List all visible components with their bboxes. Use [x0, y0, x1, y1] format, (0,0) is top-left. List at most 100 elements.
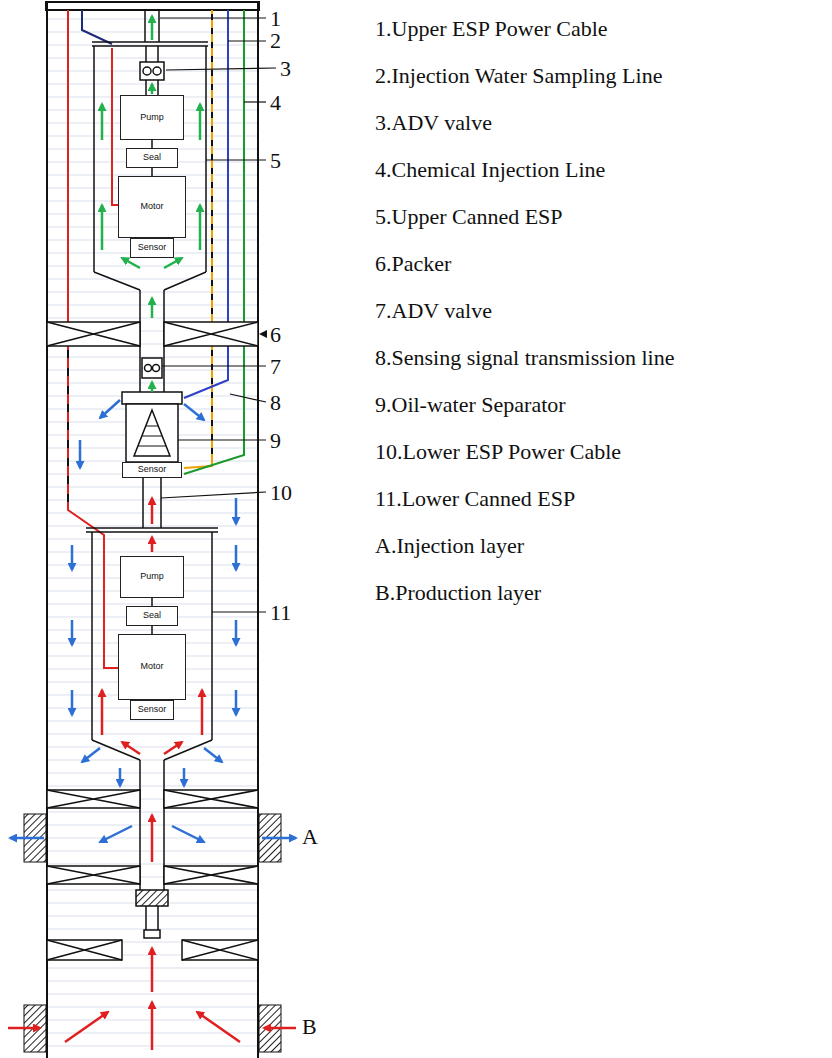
part-list-item: 7.ADV valve [375, 298, 492, 323]
packer [47, 866, 140, 884]
packer [47, 322, 140, 346]
flow-arrows-green [151, 298, 154, 318]
leader-lines [162, 365, 266, 366]
flow-arrows-green [101, 104, 104, 140]
flow-arrows-green [199, 205, 202, 250]
flow-arrows-blue [172, 826, 204, 842]
background-lines [48, 12, 257, 1058]
oil-water-separator [134, 410, 170, 456]
packer [182, 940, 258, 960]
packer [164, 790, 258, 808]
casing [46, 2, 48, 1058]
part-list-item: A.Injection layer [375, 533, 524, 558]
leader-lines [228, 40, 266, 41]
lower-canned-esp [86, 528, 218, 760]
component-name: Sensor [138, 465, 167, 475]
flow-arrows-blue [71, 620, 74, 645]
upper-canned-esp [92, 41, 208, 43]
packer [164, 322, 258, 346]
component-name: Sensor [138, 243, 167, 253]
callout-number: 3 [280, 56, 291, 81]
upper-canned-esp [145, 46, 147, 62]
callout-number: 10 [270, 480, 292, 505]
flow-arrows-red [151, 498, 154, 524]
part-list-item: 2.Injection Water Sampling Line [375, 63, 662, 88]
leader-lines [206, 159, 266, 160]
callout-number: 1 [270, 6, 281, 31]
packer [164, 866, 258, 884]
upper-canned-esp [92, 10, 208, 290]
callout-number: 5 [270, 148, 281, 173]
flow-arrows-red [8, 1027, 40, 1030]
flow-arrows-green [151, 382, 154, 392]
callout-number: 11 [270, 600, 291, 625]
lower-canned-esp [211, 532, 213, 740]
adv-valve [145, 365, 152, 372]
packer [164, 866, 258, 884]
adv-valve [140, 62, 164, 80]
component-name: Seal [143, 611, 161, 621]
component-name: Pump [140, 113, 164, 123]
cables [211, 14, 213, 462]
crossover [144, 930, 160, 938]
upper-canned-esp [145, 80, 147, 95]
callout-number: 9 [270, 428, 281, 453]
upper-canned-esp [144, 10, 146, 42]
flow-arrows-red [151, 815, 154, 862]
flow-arrows-green [151, 84, 154, 94]
component-box: Pump [120, 95, 184, 140]
part-list-item: 4.Chemical Injection Line [375, 157, 605, 182]
leader-lines [244, 101, 266, 102]
part-list-item: 9.Oil-water Separator [375, 392, 566, 417]
packer [182, 940, 258, 960]
packer [47, 790, 140, 808]
flow-arrows-green [199, 104, 202, 140]
upper-canned-esp [164, 272, 206, 290]
flow-arrows-red [101, 690, 104, 735]
packer [47, 790, 140, 808]
upper-canned-esp [205, 46, 207, 272]
flow-arrows-red [197, 1012, 240, 1042]
upper-canned-esp [157, 46, 159, 62]
flow-arrows-blue [204, 748, 222, 762]
upper-canned-esp [94, 272, 140, 290]
adv-valve [153, 67, 161, 75]
flow-arrows-red [151, 948, 154, 992]
part-list-item: 8.Sensing signal transmission line [375, 345, 674, 370]
callout-number: B [302, 1014, 317, 1039]
flow-arrows-blue [10, 837, 44, 840]
flow-arrows-blue [235, 545, 238, 570]
flow-arrows-green [122, 258, 140, 268]
cables [184, 10, 212, 468]
flow-arrows-red [122, 742, 140, 754]
part-list-item: 11.Lower Canned ESP [375, 486, 575, 511]
component-name: Pump [140, 572, 164, 582]
flow-arrows-blue [71, 545, 74, 570]
packer [47, 940, 122, 960]
leader-lines [160, 17, 266, 18]
flow-arrows-blue [262, 837, 296, 840]
adv-valve [142, 358, 162, 378]
part-list-item: 1.Upper ESP Power Cable [375, 16, 608, 41]
part-list-item: 5.Upper Canned ESP [375, 204, 563, 229]
oil-water-separator [126, 404, 178, 462]
packer [47, 322, 258, 960]
flow-arrows-blue [10, 400, 296, 842]
upper-canned-esp [93, 46, 95, 272]
flow-arrows-green [102, 16, 200, 392]
component-name: Motor [140, 202, 163, 212]
lower-canned-esp [86, 527, 218, 529]
flow-arrows-red [151, 1002, 154, 1050]
oil-water-separator [138, 426, 166, 446]
flow-arrows-red [151, 537, 154, 552]
crossover [136, 890, 168, 906]
packer [47, 322, 140, 346]
part-list-item: B.Production layer [375, 580, 541, 605]
crossover [157, 906, 159, 932]
packer [164, 322, 258, 346]
adv-valve [142, 358, 162, 378]
component-box: Motor [118, 176, 186, 238]
part-list-item: 3.ADV valve [375, 110, 492, 135]
component-box: Sensor [130, 238, 174, 258]
